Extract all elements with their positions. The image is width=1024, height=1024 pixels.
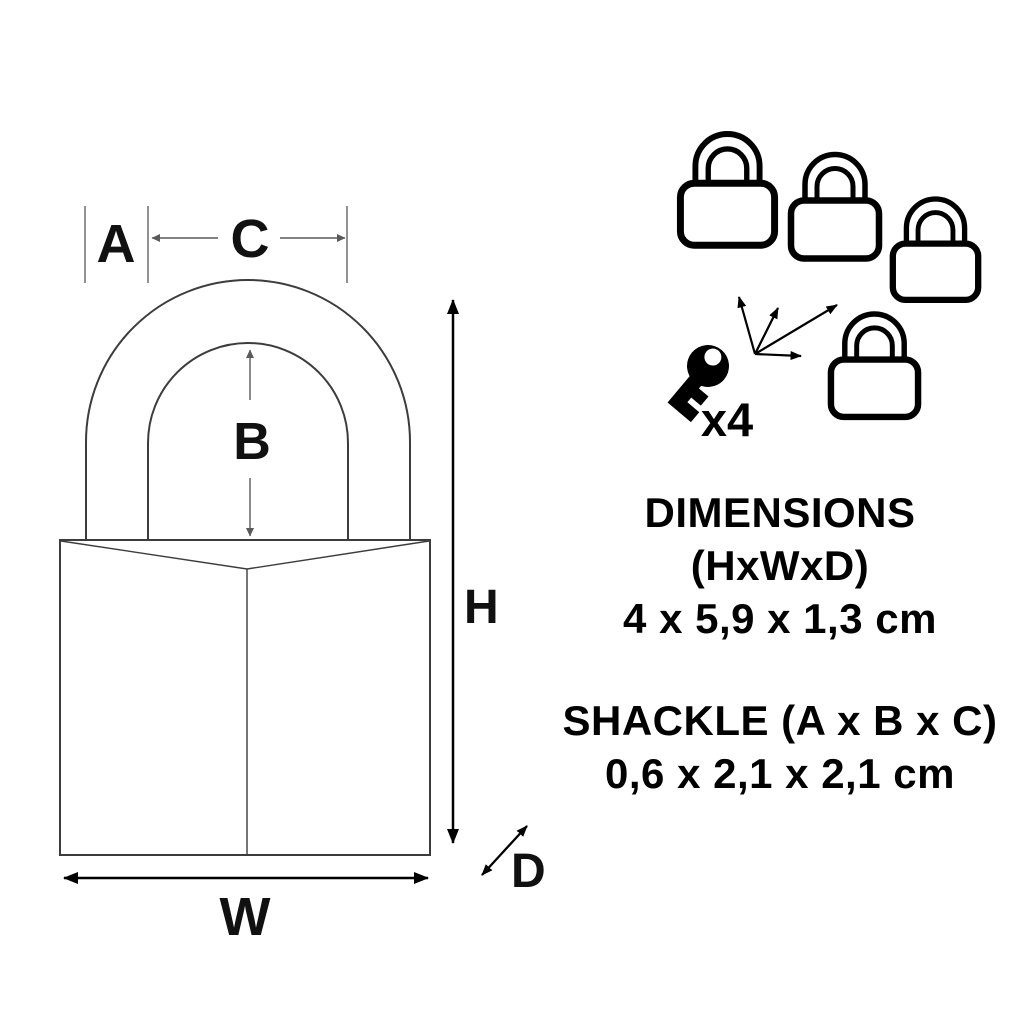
label-body-width: W [220, 887, 271, 947]
dimensions-subtitle: (HxWxD) [690, 542, 870, 589]
dimensions-title: DIMENSIONS [644, 489, 916, 536]
padlock-icon [893, 199, 978, 300]
shackle-spec: SHACKLE (A x B x C) 0,6 x 2,1 x 2,1 cm [545, 694, 1015, 800]
label-shackle-width: C [231, 209, 270, 269]
padlock-set-illustration: x4 [667, 134, 978, 446]
padlock-icon [831, 314, 918, 417]
padlock-body [59, 539, 431, 856]
label-shackle-diameter: A [97, 214, 136, 274]
shackle-inner-outline [147, 342, 349, 541]
spec-text-block: DIMENSIONS (HxWxD) 4 x 5,9 x 1,3 cm SHAC… [545, 486, 1015, 800]
key-icon [667, 345, 729, 423]
dimension-callouts: A C B H W D [63, 206, 546, 947]
key-multiplier-label: x4 [701, 393, 753, 446]
label-shackle-height: B [233, 413, 271, 471]
padlock-icon [680, 134, 774, 245]
padlock-line-drawing [59, 279, 431, 856]
dimensions-spec: DIMENSIONS (HxWxD) 4 x 5,9 x 1,3 cm [545, 486, 1015, 645]
label-body-height: H [464, 581, 499, 634]
shackle-value: 0,6 x 2,1 x 2,1 cm [605, 750, 955, 797]
label-body-depth: D [511, 845, 546, 898]
padlock-icon [791, 155, 879, 259]
shackle-outer-outline [85, 279, 411, 541]
dimensions-value: 4 x 5,9 x 1,3 cm [623, 595, 937, 642]
d-arrow [481, 825, 528, 876]
shackle-title: SHACKLE (A x B x C) [562, 697, 998, 744]
key-to-locks-arrows [737, 296, 838, 361]
